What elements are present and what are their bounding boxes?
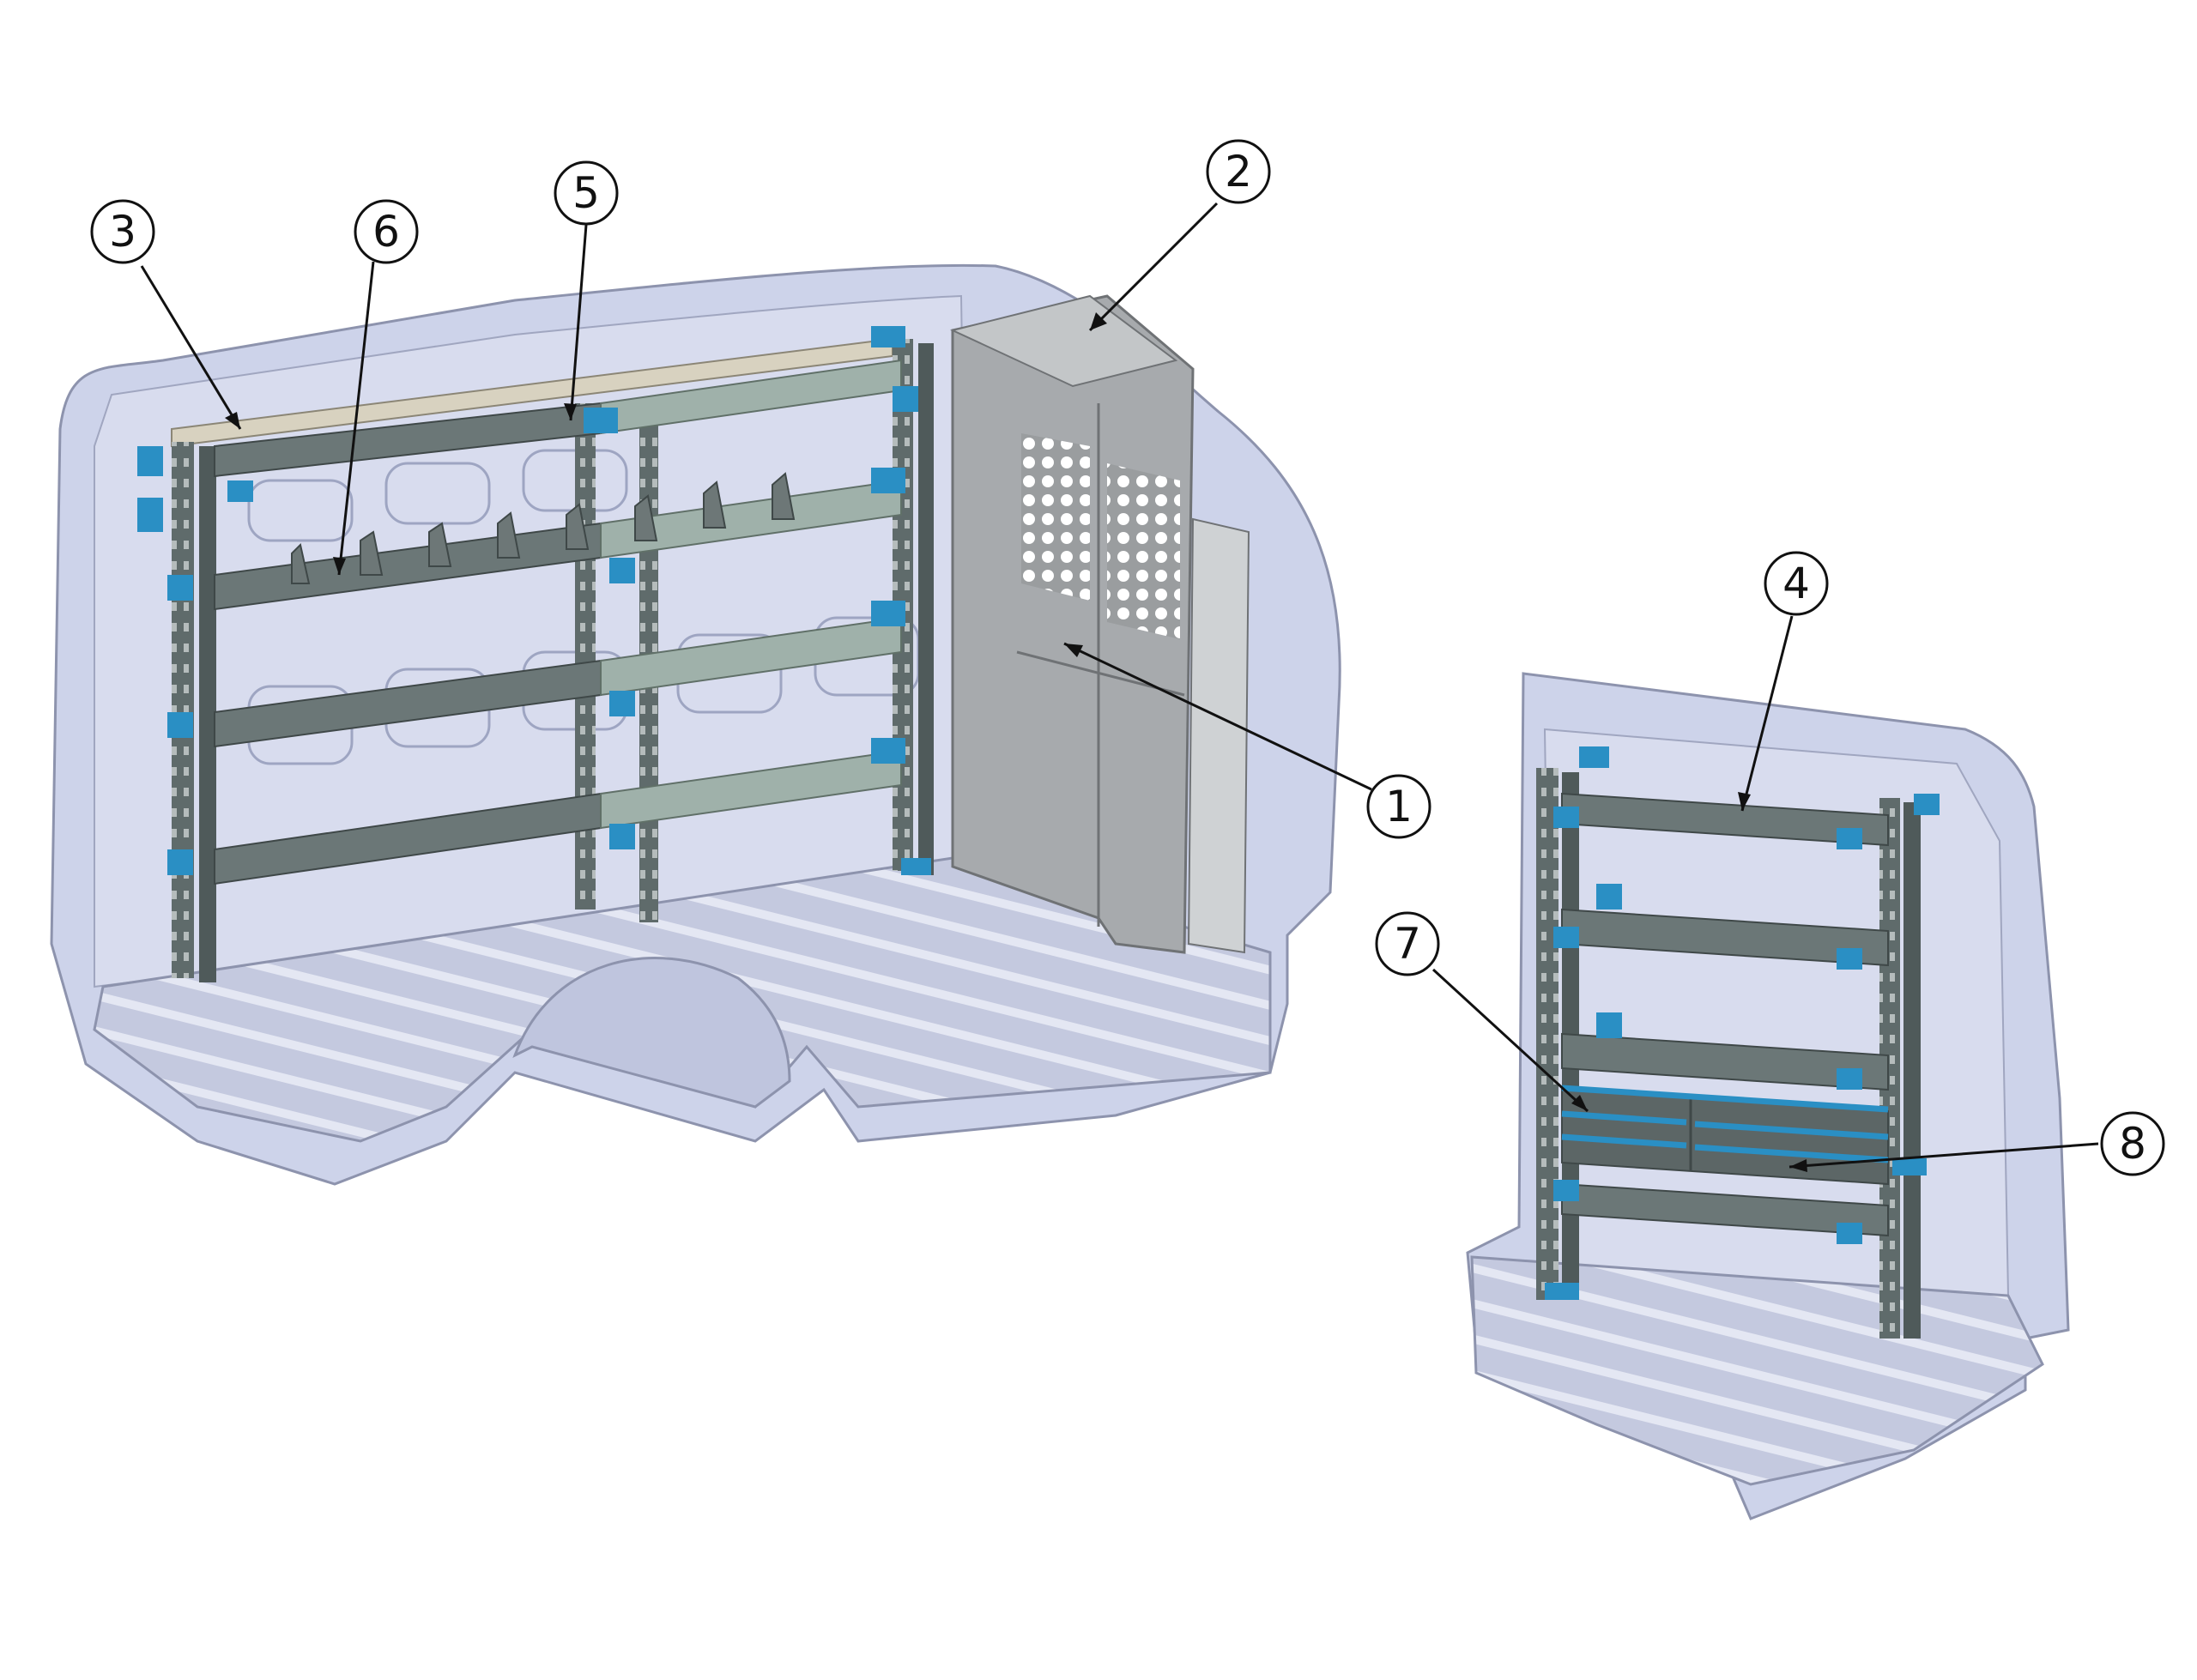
callout-4: 4 xyxy=(1764,551,1829,616)
right-shelving-unit xyxy=(1536,746,1940,1339)
right-van-assembly xyxy=(1466,672,2070,1520)
callout-2: 2 xyxy=(1206,139,1271,204)
left-shelving-unit xyxy=(137,326,934,982)
callout-6-label: 6 xyxy=(372,207,400,257)
callout-5: 5 xyxy=(554,160,619,226)
callout-4-label: 4 xyxy=(1782,559,1810,608)
callout-8-label: 8 xyxy=(2119,1119,2146,1169)
right-blue-brackets xyxy=(1545,746,1940,1300)
callout-arrowheads xyxy=(225,312,1807,1172)
callout-2-label: 2 xyxy=(1225,147,1252,196)
shelf-dividers xyxy=(291,472,796,584)
left-van-assembly xyxy=(50,263,1341,1186)
blue-brackets xyxy=(137,326,931,875)
callout-3: 3 xyxy=(90,199,155,264)
callout-5-label: 5 xyxy=(572,168,600,218)
left-van-inner-wall xyxy=(94,294,971,988)
left-wheel-well xyxy=(512,957,791,1109)
callout-3-label: 3 xyxy=(109,207,136,257)
callout-1: 1 xyxy=(1366,774,1431,839)
callout-7: 7 xyxy=(1375,911,1440,976)
callout-7-label: 7 xyxy=(1394,919,1421,969)
callout-8: 8 xyxy=(2100,1111,2165,1176)
partition-wall xyxy=(950,294,1250,954)
callout-1-label: 1 xyxy=(1385,782,1413,831)
callout-leaders xyxy=(140,202,2099,1169)
callout-6: 6 xyxy=(354,199,419,264)
